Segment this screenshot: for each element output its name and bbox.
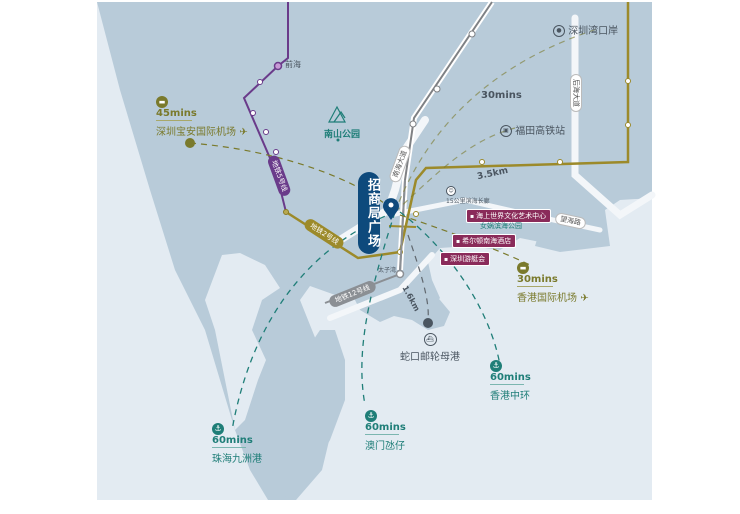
train-icon: ▣ xyxy=(500,125,512,137)
walk-icon: ☺ xyxy=(446,186,456,196)
poi-tag-art-center: 海上世界文化艺术中心 xyxy=(466,209,552,223)
poi-tag-yacht-club: 深圳游艇会 xyxy=(440,252,491,266)
landmark-cruise-port: ⛴ 蛇口邮轮母港 xyxy=(400,333,460,363)
destination-macau-taipa: ⚓ 60mins 澳门氹仔 xyxy=(365,410,406,452)
anchor-icon: ⚓ xyxy=(212,423,224,435)
center-label: 招商局广场 xyxy=(358,172,380,254)
destination-hk-central: ⚓ 60mins 香港中环 xyxy=(490,360,531,402)
car-icon: ▬ xyxy=(517,262,529,274)
destination-hk-airport: ▬ 30mins 香港国际机场 ✈ xyxy=(517,262,589,304)
ship-icon: ⛴ xyxy=(423,333,437,346)
landmark-shenzhen-bay-port: ● 深圳湾口岸 xyxy=(553,22,618,37)
distance-port-time: 30mins xyxy=(481,90,522,101)
plane-icon: ✈ xyxy=(580,293,589,304)
poi-tag-hilton: 希尔顿南海酒店 xyxy=(452,234,517,248)
landmark-futian-station: ▣ 福田高铁站 xyxy=(500,122,565,137)
station-taiziwan-dot xyxy=(395,269,405,279)
cruise-port-dot xyxy=(423,318,433,328)
plane-icon: ✈ xyxy=(239,127,248,138)
destination-baoan-airport: ▬ 45mins 深圳宝安国际机场 ✈ xyxy=(156,96,248,138)
land-island xyxy=(265,330,345,500)
baoan-airport-dot xyxy=(185,138,195,148)
road-houhai-label: 后海大道 xyxy=(570,74,582,112)
map-pin-icon xyxy=(383,198,399,220)
car-icon: ▬ xyxy=(156,96,168,108)
station-taiziwan-label: 太子湾 xyxy=(378,267,397,274)
land-hk xyxy=(535,226,610,252)
location-pin-icon: ● xyxy=(553,25,565,37)
park-tag-nuwa: 女娲滨海公园 xyxy=(480,222,522,230)
station-qianhai-label: 前海 xyxy=(285,60,301,69)
mountain-icon xyxy=(328,105,346,123)
landmark-promenade: ☺ 15公里滨海长廊 xyxy=(446,186,490,205)
park-label: 南山公园 xyxy=(324,130,361,140)
anchor-icon: ⚓ xyxy=(490,360,502,372)
land-reclaim xyxy=(205,253,280,430)
destination-zhuhai-port: ⚓ 60mins 珠海九洲港 xyxy=(212,423,262,465)
anchor-icon: ⚓ xyxy=(365,410,377,422)
station-qianhai-dot xyxy=(273,61,283,71)
park-dot xyxy=(336,138,340,142)
